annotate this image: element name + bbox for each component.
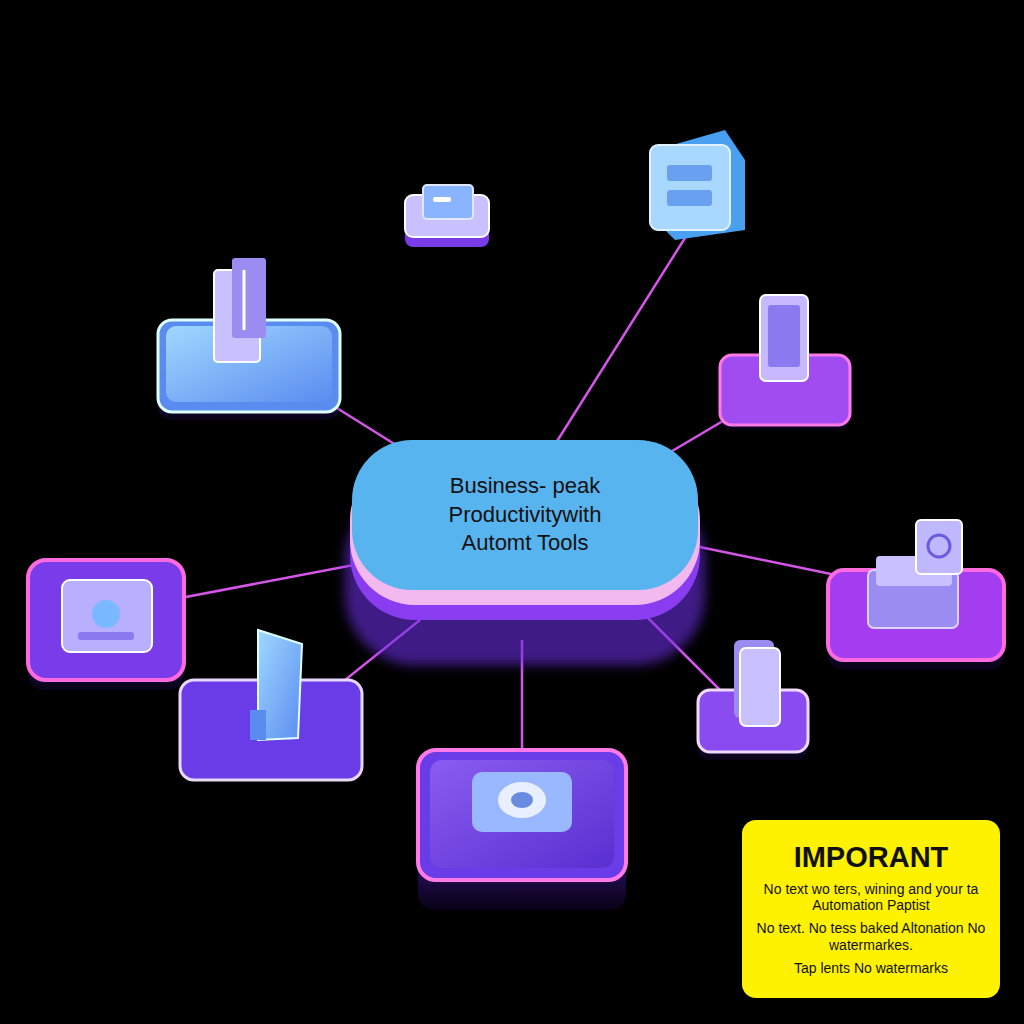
node-text: No text wo ters, wining and your ta Auto… xyxy=(752,881,990,915)
wires xyxy=(170,230,860,760)
node-text: Tap lents No watermarks xyxy=(794,960,948,977)
tiles xyxy=(28,130,1004,910)
note-box: IMPORANT No text wo ters, wining and your… xyxy=(742,820,1000,998)
node-text: Business- peak Productivitywith Automt T… xyxy=(418,472,633,558)
note-heading: IMPORANT xyxy=(794,841,949,874)
central-hub: Business- peak Productivitywith Automt T… xyxy=(352,440,698,590)
node-text: No text. No tess baked Altonation No wat… xyxy=(752,920,990,954)
